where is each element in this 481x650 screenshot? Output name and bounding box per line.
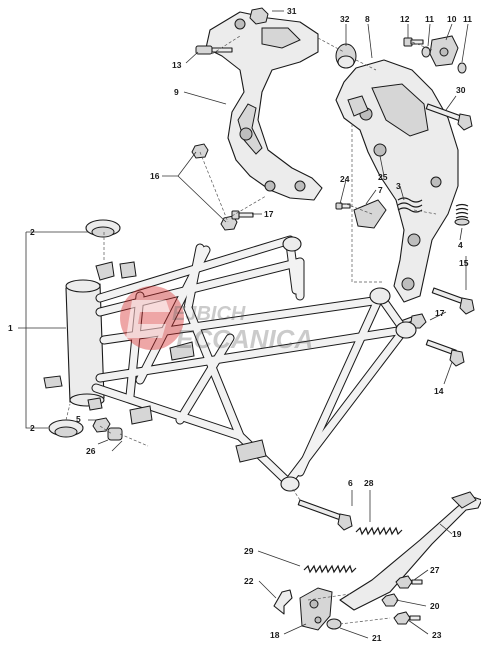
callout-24: 24: [340, 174, 350, 184]
callout-21: 21: [372, 633, 382, 643]
callout-9: 9: [174, 87, 179, 97]
callout-27: 27: [430, 565, 440, 575]
callout-19: 19: [452, 529, 462, 539]
callout-32: 32: [340, 14, 350, 24]
nut-16: [191, 143, 238, 231]
watermark-line-2: ECCANICA: [176, 324, 313, 354]
callout-31: 31: [287, 6, 297, 16]
callout-17b: 17: [435, 308, 445, 318]
washer-21: [326, 618, 342, 630]
wedge-7: [353, 199, 387, 229]
callout-22: 22: [244, 576, 254, 586]
washer-11: [421, 46, 467, 74]
callout-20: 20: [430, 601, 440, 611]
bolt-17: [231, 210, 254, 220]
callout-17a: 17: [264, 209, 274, 219]
main-frame: [43, 235, 417, 492]
callout-2b: 2: [30, 423, 35, 433]
callout-labels: 31 32 8 12 11 10 11 13 9 30 16 25 24 3 7…: [8, 6, 472, 643]
right-frame-bracket: [335, 59, 459, 303]
side-stand-19: [339, 491, 481, 611]
callout-8: 8: [365, 14, 370, 24]
callout-29: 29: [244, 546, 254, 556]
callout-18: 18: [270, 630, 280, 640]
watermark-logo: EJBICH ECCANICA: [120, 286, 313, 354]
callout-6: 6: [348, 478, 353, 488]
bolt-13: [195, 45, 233, 55]
left-frame-bracket: [205, 11, 323, 201]
nut-20: [381, 593, 399, 607]
nut-5: [92, 417, 111, 433]
watermark-line-1: EJBICH: [172, 303, 246, 325]
callout-30: 30: [456, 85, 466, 95]
callout-26: 26: [86, 446, 96, 456]
callout-14: 14: [434, 386, 444, 396]
bolt-30: [425, 103, 473, 131]
callout-11a: 11: [425, 14, 434, 24]
bolt-15: [431, 287, 475, 315]
spring-4: [454, 203, 470, 226]
callout-2a: 2: [30, 227, 35, 237]
callout-3: 3: [396, 181, 401, 191]
callout-25: 25: [378, 172, 388, 182]
nut-26: [107, 427, 123, 441]
rubber-pad-3: [397, 197, 423, 213]
bolt-14: [425, 339, 465, 367]
callout-1: 1: [8, 323, 13, 333]
bolt-27: [395, 575, 423, 589]
callout-16: 16: [150, 171, 160, 181]
callout-4: 4: [458, 240, 463, 250]
spring-28: [355, 526, 403, 536]
nut-31: [249, 7, 269, 25]
bolt-12: [403, 37, 424, 47]
callout-5: 5: [76, 414, 81, 424]
callout-10: 10: [447, 14, 457, 24]
bearing-cup-2-top: [85, 219, 121, 238]
bracket-10: [429, 35, 459, 67]
callout-15: 15: [459, 258, 469, 268]
callout-7: 7: [378, 185, 383, 195]
bushing-32: [335, 43, 357, 69]
spring-29: [303, 564, 357, 574]
callout-13: 13: [172, 60, 182, 70]
callout-11b: 11: [463, 14, 472, 24]
callout-28: 28: [364, 478, 374, 488]
callout-23: 23: [432, 630, 442, 640]
bolt-24: [335, 202, 351, 210]
clip-22: [273, 589, 293, 615]
bolt-23: [393, 611, 421, 625]
callout-12: 12: [400, 14, 410, 24]
assembly-lines: [65, 35, 437, 625]
bolt-6: [297, 499, 353, 531]
leader-lines: [18, 10, 469, 639]
